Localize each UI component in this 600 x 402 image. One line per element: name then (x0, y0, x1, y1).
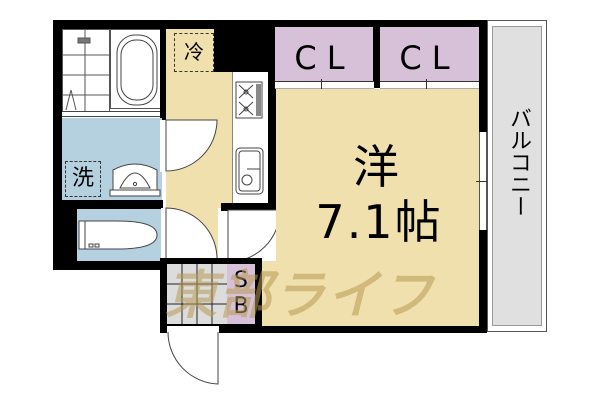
bathtub-area (110, 29, 162, 109)
wall-kitchen-top (214, 20, 274, 72)
window-balcony[interactable] (476, 132, 490, 230)
balcony: バルコニー (492, 26, 542, 326)
washing-machine-space: 洗 (65, 161, 101, 197)
closet-divider (373, 20, 380, 88)
corridor-kitchen-gap (218, 72, 232, 208)
room-size-label: 7.1帖 (315, 195, 443, 249)
bathtub-icon (116, 34, 158, 106)
shoe-box: S B (227, 264, 255, 324)
wall-bath-block-bottom (53, 258, 161, 270)
sink-icon (235, 147, 264, 195)
bathroom (62, 29, 111, 116)
wall-bath-corridor (160, 20, 170, 120)
balcony-label: バルコニー (506, 107, 531, 217)
washroom-door-swing-icon[interactable] (165, 119, 221, 175)
stove-icon (235, 81, 263, 119)
room-lower-area (257, 261, 482, 331)
entrance-tile-grid-icon (167, 264, 227, 324)
room-door-swing-icon[interactable] (227, 209, 283, 265)
wall-washroom-toilet (53, 200, 163, 209)
closet-left-door-track[interactable] (275, 79, 374, 89)
entrance-door-opening (167, 326, 219, 333)
washroom: 洗 (62, 118, 162, 201)
toilet-door-swing-icon[interactable] (165, 207, 221, 263)
western-room: 洋 7.1帖 (276, 89, 482, 261)
washroom-label: 洗 (71, 166, 94, 191)
closet-right-label: CL (399, 39, 460, 77)
wall-kitchen-right (268, 20, 276, 208)
outer-wall-bottom (257, 326, 487, 333)
washbasin-icon (109, 163, 161, 197)
entrance (167, 264, 227, 324)
toilet-door-opening (161, 208, 167, 260)
toilet (77, 209, 161, 261)
wall-right-upper (479, 20, 487, 132)
room-type-label: 洋 (353, 140, 399, 194)
closet-right-door-handle (426, 79, 427, 89)
toilet-icon (78, 220, 158, 250)
wall-kitchen-bottom (221, 203, 276, 211)
closet-left-label: CL (294, 39, 355, 77)
shower-tile-grid-icon (63, 30, 111, 116)
shoe-box-label-b: B (233, 294, 249, 319)
closet-left-door-handle (321, 79, 322, 89)
watermark-text: 東部ライフ (165, 266, 436, 326)
wall-right-lower (479, 230, 487, 332)
window-handle (476, 181, 490, 182)
watermark: 東部ライフ (165, 268, 445, 328)
closet-right: CL (380, 27, 479, 81)
wall-toilet-left (53, 200, 77, 270)
entrance-door-swing-icon[interactable] (166, 331, 226, 402)
outer-wall-left (53, 20, 62, 270)
washroom-door-opening (160, 120, 168, 172)
closet-left: CL (275, 27, 374, 81)
fridge-space: 冷 (174, 33, 214, 72)
kitchen-counter (232, 72, 268, 205)
shoe-box-label-s: S (234, 268, 248, 293)
fridge-label: 冷 (184, 40, 204, 64)
wall-bath-washroom (62, 111, 162, 117)
closet-right-door-track[interactable] (380, 79, 479, 89)
